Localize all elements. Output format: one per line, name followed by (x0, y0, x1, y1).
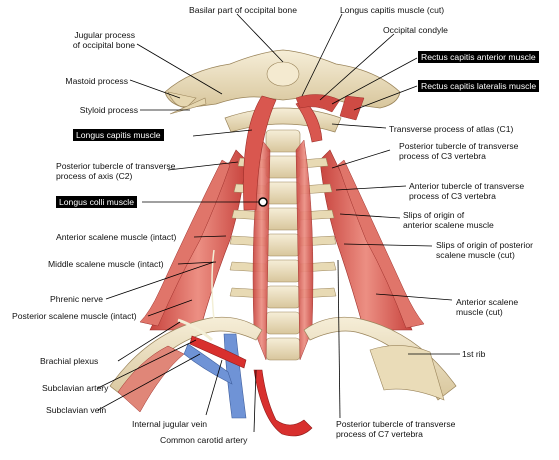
label-longus-colli: Longus colli muscle (56, 196, 137, 208)
label-middle-scalene-intact: Middle scalene muscle (intact) (48, 259, 164, 269)
label-rectus-capitis-lateralis: Rectus capitis lateralis muscle (418, 80, 540, 92)
common-carotid-artery (253, 369, 313, 437)
label-mastoid-process: Mastoid process (65, 76, 128, 86)
label-posterior-scalene-intact: Posterior scalene muscle (intact) (12, 311, 137, 321)
rectus-capitis-lateralis (339, 95, 365, 121)
label-subclavian-vein: Subclavian vein (46, 405, 107, 415)
leader-lines (97, 13, 460, 433)
phrenic-nerve (211, 249, 215, 321)
label-brachial-plexus: Brachial plexus (40, 356, 99, 366)
label-phrenic-nerve: Phrenic nerve (50, 294, 104, 304)
subclavian-vein (183, 343, 233, 385)
label-first-rib: 1st rib (462, 349, 486, 359)
label-longus-capitis-cut: Longus capitis muscle (cut) (340, 5, 445, 15)
left-posterior-scalene (139, 159, 231, 327)
label-subclavian-artery: Subclavian artery (42, 383, 109, 393)
label-basilar-part: Basilar part of occipital bone (189, 5, 297, 15)
longus-capitis-left (243, 95, 277, 211)
label-styloid-process: Styloid process (79, 105, 138, 115)
basilar-part (266, 61, 300, 87)
cervical-vertebrae (265, 129, 301, 361)
right-rib-cut-surface (369, 345, 445, 401)
subclavian-artery (189, 335, 247, 369)
label-internal-jugular-vein: Internal jugular vein (132, 419, 208, 429)
rectus-capitis-anterior (295, 94, 341, 113)
label-anterior-scalene-intact: Anterior scalene muscle (intact) (56, 232, 177, 242)
label-longus-capitis: Longus capitis muscle (73, 129, 164, 141)
label-rectus-capitis-anterior: Rectus capitis anterior muscle (418, 51, 539, 63)
brachial-plexus (177, 318, 213, 342)
longus-capitis-cut-right (295, 99, 323, 143)
label-common-carotid-artery: Common carotid artery (160, 435, 248, 445)
label-occipital-condyle: Occipital condyle (383, 25, 448, 35)
label-transverse-process-atlas: Transverse process of atlas (C1) (389, 124, 514, 134)
atlas-c1 (224, 107, 342, 133)
longus-colli-marker (258, 197, 268, 207)
